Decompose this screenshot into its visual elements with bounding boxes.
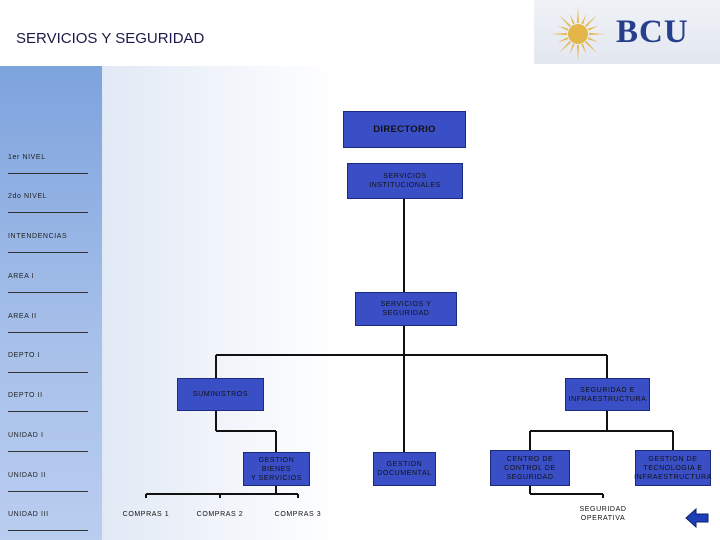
level-divider xyxy=(8,530,88,531)
level-label-unidad-i: UNIDAD I xyxy=(8,432,44,439)
level-label-depto-i: DEPTO I xyxy=(8,352,41,359)
sun-ray xyxy=(569,13,575,25)
box-compras-1: COMPRAS 1 xyxy=(122,510,170,518)
level-label-1er-nivel: 1er NIVEL xyxy=(8,154,46,161)
sun-ray xyxy=(557,37,569,43)
level-label-area-ii: AREA II xyxy=(8,313,37,320)
sun-ray xyxy=(569,43,575,55)
box-gestion-tecnologia-infraestructura: GESTION DE TECNOLOGIA E INFRAESTRUCTURA xyxy=(634,450,711,486)
left-stripe xyxy=(0,66,102,540)
back-arrow-icon[interactable] xyxy=(684,507,710,529)
level-label-unidad-iii: UNIDAD III xyxy=(8,511,49,518)
level-label-depto-ii: DEPTO II xyxy=(8,392,43,399)
sun-ray xyxy=(587,37,599,43)
sun-ray xyxy=(558,14,571,27)
level-divider xyxy=(8,332,88,333)
sun-ray xyxy=(585,14,598,27)
logo-text: BCU xyxy=(616,14,689,50)
box-compras-2: COMPRAS 2 xyxy=(196,510,244,518)
level-divider xyxy=(8,252,88,253)
sun-ray xyxy=(577,7,579,23)
box-directorio: DIRECTORIO xyxy=(343,111,466,148)
box-suministros: SUMINISTROS xyxy=(177,378,264,411)
sun-ray xyxy=(558,41,571,54)
sun-ray xyxy=(557,25,569,31)
box-servicios-y-seguridad: SERVICIOS Y SEGURIDAD xyxy=(355,292,457,326)
box-servicios-institucionales: SERVICIOS INSTITUCIONALES xyxy=(347,163,463,199)
box-seguridad-operativa: SEGURIDAD OPERATIVA xyxy=(579,506,627,522)
bcu-logo xyxy=(534,0,720,64)
sun-ray xyxy=(581,43,587,55)
sun-ray xyxy=(589,33,605,35)
sun-ray xyxy=(551,33,567,35)
level-divider xyxy=(8,491,88,492)
box-centro-control-seguridad: CENTRO DE CONTROL DE SEGURIDAD xyxy=(490,450,570,486)
level-divider xyxy=(8,292,88,293)
box-compras-3: COMPRAS 3 xyxy=(274,510,322,518)
level-divider xyxy=(8,451,88,452)
level-divider xyxy=(8,372,88,373)
level-divider xyxy=(8,411,88,412)
level-label-area-i: AREA I xyxy=(8,273,35,280)
sun-ray xyxy=(587,25,599,31)
level-label-unidad-ii: UNIDAD II xyxy=(8,472,47,479)
sun-ray xyxy=(577,45,579,61)
sun-emblem-icon xyxy=(551,7,605,61)
box-gestion-bienes-servicios: GESTION BIENES Y SERVICIOS xyxy=(243,452,310,486)
level-divider xyxy=(8,173,88,174)
level-label-2do-nivel: 2do NIVEL xyxy=(8,193,48,200)
page-title: SERVICIOS Y SEGURIDAD xyxy=(16,30,205,47)
header: SERVICIOS Y SEGURIDAD BCU xyxy=(0,0,720,66)
sun-ray xyxy=(585,41,598,54)
level-divider xyxy=(8,212,88,213)
level-label-intendencias: INTENDENCIAS xyxy=(8,233,68,240)
box-gestion-documental: GESTION DOCUMENTAL xyxy=(373,452,436,486)
sun-ray xyxy=(581,13,587,25)
box-seguridad-infraestructura: SEGURIDAD E INFRAESTRUCTURA xyxy=(565,378,650,411)
